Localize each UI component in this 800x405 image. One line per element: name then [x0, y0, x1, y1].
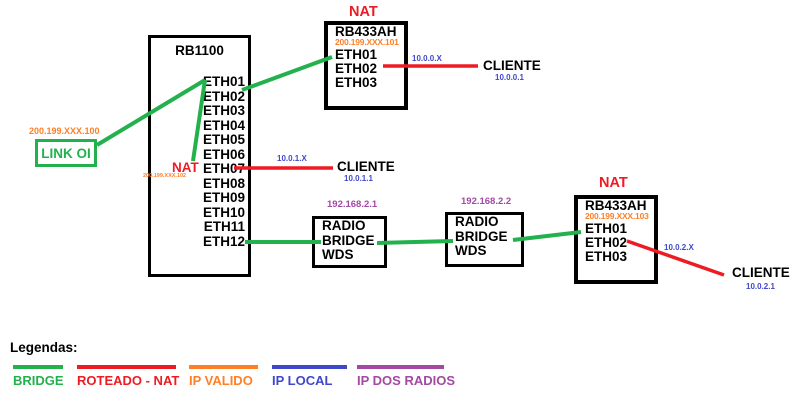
cliente-top-label: CLIENTE: [483, 58, 541, 73]
radio2-row-radio: RADIO: [455, 214, 499, 229]
rb1100-port-eth06: ETH06: [202, 146, 245, 162]
rb1100-port-eth05: ETH05: [202, 132, 245, 148]
legend-swatch-ip-local: [272, 365, 347, 369]
nat-top-port-eth01: ETH01: [335, 47, 378, 62]
nat-top-label: NAT: [349, 4, 378, 20]
rb1100-title: RB1100: [175, 43, 224, 58]
linkoi-label: LINK OI: [41, 145, 91, 161]
legend-label-bridge: BRIDGE: [13, 373, 64, 388]
radio1-row-bridge: BRIDGE: [322, 232, 375, 248]
nat-top-title: RB433AH: [335, 24, 397, 39]
radio1-box: RADIO BRIDGE WDS: [312, 216, 387, 268]
cliente-top-ip-label: 10.0.0.1: [495, 73, 524, 82]
rb1100-port-eth01: ETH01: [202, 74, 245, 89]
legend-label-ip-dos-radios: IP DOS RADIOS: [357, 373, 456, 388]
rb1100-port-list: ETH01 ETH02 ETH03 ETH04 ETH05 ETH06 ETH0…: [202, 74, 245, 250]
nat-top-ip-label: 200.199.XXX.101: [335, 37, 399, 47]
legend-label-ip-local: IP LOCAL: [272, 373, 333, 388]
nat-top-port-eth02: ETH02: [335, 61, 378, 76]
legend-title: Legendas:: [10, 340, 78, 355]
cliente-bottom-label: CLIENTE: [732, 265, 790, 280]
radio2-box: RADIO BRIDGE WDS: [445, 212, 524, 267]
rb1100-port-eth12: ETH12: [202, 234, 245, 250]
cliente-top-network-label: 10.0.0.X: [412, 54, 442, 63]
cliente-bottom-ip-label: 10.0.2.1: [746, 282, 775, 291]
rb1100-port-eth02: ETH02: [202, 88, 245, 104]
nat-bottom-title: RB433AH: [585, 198, 647, 213]
radio2-row-bridge: BRIDGE: [455, 228, 508, 244]
legend-swatch-roteado-nat: [77, 365, 176, 369]
nat-bottom-box: RB433AH 200.199.XXX.103 ETH01 ETH02 ETH0…: [574, 195, 658, 284]
bridge-line-eth02-to-nat-top: [241, 55, 333, 92]
radio1-row-wds: WDS: [322, 247, 354, 262]
radio2-rows: RADIO BRIDGE WDS: [448, 214, 521, 259]
radio2-row-wds: WDS: [455, 243, 487, 258]
cliente-mid-network-label: 10.0.1.X: [277, 154, 307, 163]
cliente-mid-label: CLIENTE: [337, 159, 395, 174]
legend-item-roteado-nat: ROTEADO - NAT: [77, 365, 179, 388]
rb1100-port-eth07: ETH07: [202, 161, 245, 177]
nat-bottom-port-eth01: ETH01: [585, 221, 628, 236]
nat-bottom-ip-label: 200.199.XXX.103: [585, 211, 649, 221]
nat-top-port-list: ETH01 ETH02 ETH03: [335, 48, 404, 90]
radio1-rows: RADIO BRIDGE WDS: [315, 218, 384, 263]
legend-swatch-bridge: [13, 365, 63, 369]
radio2-ip-label: 192.168.2.2: [461, 196, 512, 207]
nat-bottom-port-eth02: ETH02: [585, 235, 628, 250]
nat-top-box: RB433AH 200.199.XXX.101 ETH01 ETH02 ETH0…: [324, 21, 408, 110]
legend-swatch-ip-valido: [189, 365, 258, 369]
nat-bottom-port-list: ETH01 ETH02 ETH03: [585, 222, 654, 264]
legend-swatch-ip-dos-radios: [357, 365, 444, 369]
bridge-line-radio1-to-radio2: [376, 239, 454, 245]
linkoi-ip-label: 200.199.XXX.100: [29, 126, 100, 136]
legend-item-ip-local: IP LOCAL: [272, 365, 347, 388]
nat-top-port-eth03: ETH03: [335, 75, 378, 90]
cliente-mid-ip-label: 10.0.1.1: [344, 174, 373, 183]
legend-item-bridge: BRIDGE: [13, 365, 64, 388]
legend-item-ip-dos-radios: IP DOS RADIOS: [357, 365, 455, 388]
nat-bottom-port-eth03: ETH03: [585, 249, 628, 264]
radio1-ip-label: 192.168.2.1: [327, 199, 378, 210]
rb1100-nat-label: NAT: [172, 160, 199, 175]
rb1100-nat-ip-label: 200.199.XXX.102: [143, 173, 187, 179]
rb1100-box: RB1100 ETH01 ETH02 ETH03 ETH04 ETH05 ETH…: [148, 35, 251, 277]
legend-label-roteado-nat: ROTEADO - NAT: [77, 373, 180, 388]
cliente-bottom-network-label: 10.0.2.X: [664, 243, 694, 252]
rb1100-port-eth11: ETH11: [203, 219, 245, 235]
linkoi-box: LINK OI: [35, 139, 97, 167]
rb1100-port-eth09: ETH09: [202, 190, 245, 206]
rb1100-port-eth08: ETH08: [202, 175, 245, 191]
rb1100-port-eth10: ETH10: [202, 204, 245, 220]
legend-label-ip-valido: IP VALIDO: [189, 373, 253, 388]
rb1100-port-eth03: ETH03: [202, 103, 245, 119]
rb1100-port-eth04: ETH04: [202, 117, 245, 133]
radio1-row-radio: RADIO: [322, 218, 366, 233]
legend-item-ip-valido: IP VALIDO: [189, 365, 258, 388]
nat-bottom-label: NAT: [599, 175, 628, 191]
